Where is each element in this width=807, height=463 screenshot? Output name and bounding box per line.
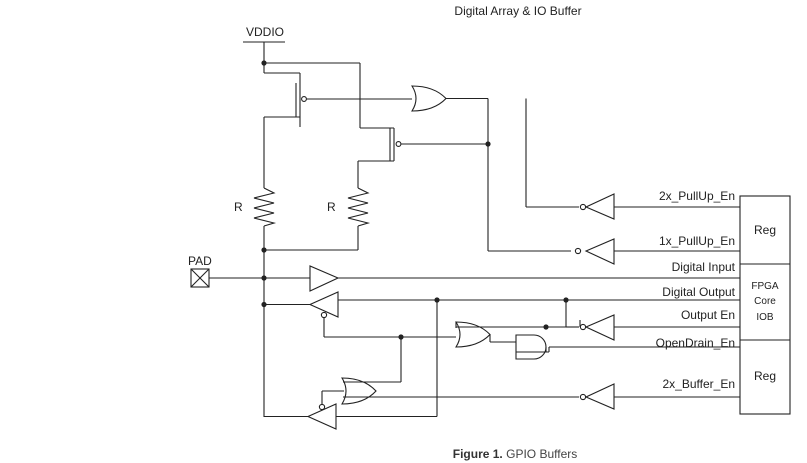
figure-caption-text: GPIO Buffers — [506, 447, 577, 461]
figure-caption-prefix: Figure 1. — [453, 447, 503, 461]
signal-output-en: Output En — [681, 308, 735, 322]
resistor-label-1: R — [234, 200, 243, 214]
signal-2x-buffer-en: 2x_Buffer_En — [663, 377, 736, 391]
signal-2x-pullup-en: 2x_PullUp_En — [659, 189, 735, 203]
supply-label: VDDIO — [246, 25, 284, 39]
diagram-title: Digital Array & IO Buffer — [454, 4, 581, 18]
signal-1x-pullup-en: 1x_PullUp_En — [659, 234, 735, 248]
signal-digital-output: Digital Output — [662, 285, 735, 299]
signal-opendrain-en: OpenDrain_En — [656, 336, 735, 350]
block-fpga-line1: FPGA — [751, 281, 779, 292]
block-fpga-line2: Core — [754, 296, 776, 307]
signal-digital-input: Digital Input — [672, 260, 736, 274]
block-reg-top: Reg — [754, 223, 776, 237]
block-fpga-line3: IOB — [756, 312, 774, 323]
figure-caption: Figure 1. GPIO Buffers — [453, 447, 578, 461]
resistor-label-2: R — [327, 200, 336, 214]
junction-dots — [261, 60, 569, 340]
pad-label: PAD — [188, 254, 212, 268]
block-reg-bottom: Reg — [754, 369, 776, 383]
